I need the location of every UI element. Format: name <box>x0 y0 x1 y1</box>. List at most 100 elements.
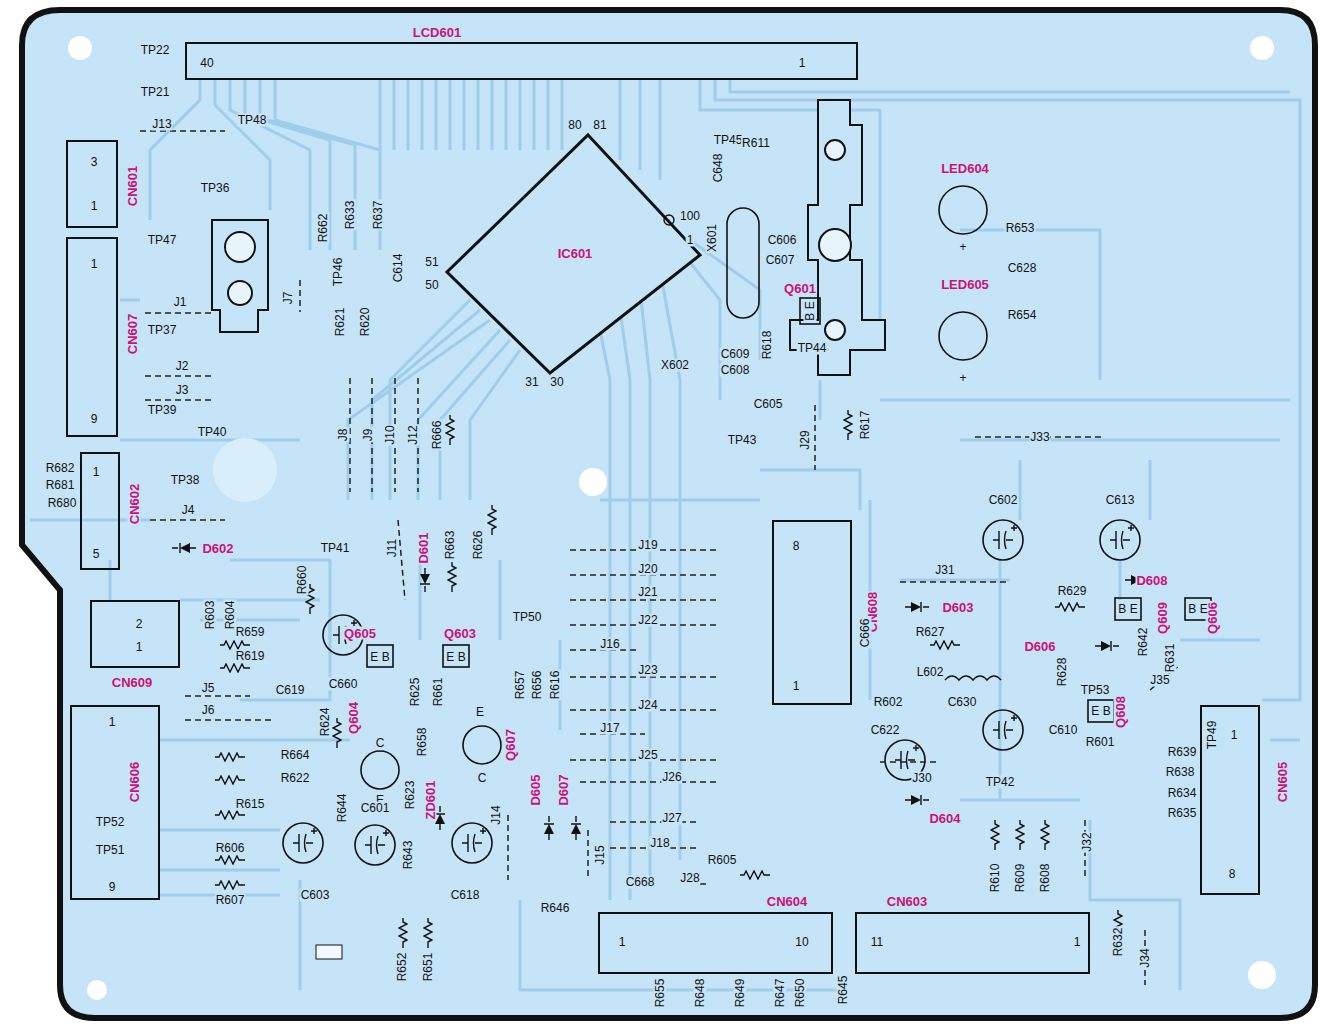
pin-number: 1 <box>1073 936 1082 949</box>
pin-number: 3 <box>90 156 99 169</box>
part-label: R635 <box>1167 807 1198 820</box>
part-label: R655 <box>654 978 667 1009</box>
part-label: C602 <box>988 494 1019 507</box>
part-label: J20 <box>637 563 658 576</box>
part-label: 80 <box>567 119 582 132</box>
pin-number: 1 <box>798 57 807 70</box>
pin-number: 10 <box>794 936 809 949</box>
part-label: CN609 <box>111 676 153 689</box>
part-designator: D608 <box>1135 574 1168 587</box>
part-label: J25 <box>637 749 658 762</box>
part-label: R634 <box>1167 787 1198 800</box>
part-label: TP21 <box>140 86 171 99</box>
part-label: R680 <box>47 497 78 510</box>
part-label: R607 <box>215 894 246 907</box>
part-label: TP45 <box>713 134 744 147</box>
part-label: 31 <box>524 376 539 389</box>
part-label: C601 <box>360 802 391 815</box>
part-label: C606 <box>767 234 798 247</box>
part-label: C <box>375 737 386 750</box>
part-label: J29 <box>799 429 812 450</box>
part-label: B E <box>804 300 817 321</box>
pin-number: 1 <box>90 258 99 271</box>
part-label: R618 <box>761 330 774 361</box>
part-label: C <box>477 772 488 785</box>
part-label: TP44 <box>797 342 828 355</box>
part-label: TP36 <box>200 182 231 195</box>
part-label: J27 <box>661 812 682 825</box>
pin-number: 11 <box>870 936 884 949</box>
pin-number: 8 <box>1228 868 1237 881</box>
part-label: R633 <box>344 200 357 231</box>
connector-outline: LCD601401 <box>185 42 858 80</box>
part-label: R626 <box>472 530 485 561</box>
part-label: R638 <box>1165 766 1196 779</box>
part-designator: Q605 <box>343 627 377 640</box>
part-label: CN606 <box>128 761 141 803</box>
part-label: J30 <box>911 772 932 785</box>
part-label: C614 <box>392 253 405 284</box>
part-label: R609 <box>1014 863 1027 894</box>
part-label: R642 <box>1137 627 1150 658</box>
part-designator: Q603 <box>443 627 477 640</box>
part-label: B E <box>1117 603 1138 616</box>
part-label: J14 <box>490 804 503 825</box>
part-label: R654 <box>1007 309 1038 322</box>
part-label: C607 <box>765 254 796 267</box>
part-label: X602 <box>660 359 690 372</box>
part-label: R650 <box>794 978 807 1009</box>
part-label: TP37 <box>147 324 178 337</box>
part-designator: D604 <box>928 812 961 825</box>
part-label: R682 <box>45 462 76 475</box>
part-label: CN604 <box>766 895 808 908</box>
part-label: 30 <box>549 376 564 389</box>
part-label: J8 <box>337 428 350 443</box>
part-label: TP39 <box>147 404 178 417</box>
part-designator: Q604 <box>347 701 360 735</box>
part-designator: D602 <box>201 542 234 555</box>
part-designator: Q607 <box>504 728 517 762</box>
part-designator: D607 <box>557 773 570 806</box>
part-label: R663 <box>444 530 457 561</box>
part-label: B E <box>1187 603 1208 616</box>
part-label: C666 <box>859 618 872 649</box>
connector-outline: CN60719 <box>66 237 118 437</box>
part-label: R601 <box>1085 736 1116 749</box>
part-label: R608 <box>1039 863 1052 894</box>
part-label: TP51 <box>95 844 126 857</box>
part-label: C618 <box>450 889 481 902</box>
part-label: 1 <box>686 234 695 247</box>
part-label: J16 <box>599 638 620 651</box>
part-label: L602 <box>916 666 945 679</box>
part-label: J34 <box>1139 947 1152 968</box>
part-designator: ZD601 <box>424 779 437 820</box>
part-label: R605 <box>707 854 738 867</box>
part-label: TP40 <box>197 426 228 439</box>
part-label: J33 <box>1029 431 1050 444</box>
part-label: R611 <box>741 137 771 150</box>
part-designator: Q608 <box>1114 695 1127 729</box>
part-designator: LED605 <box>940 278 990 291</box>
part-label: J18 <box>649 837 670 850</box>
part-label: R602 <box>873 696 904 709</box>
part-label: IC601 <box>557 247 594 260</box>
part-label: J35 <box>1149 674 1170 687</box>
pin-number: 1 <box>90 200 99 213</box>
part-designator: Q601 <box>783 282 817 295</box>
connector-outline: CN604110 <box>598 912 833 974</box>
part-label: R606 <box>215 842 246 855</box>
part-label: R629 <box>1057 585 1088 598</box>
part-label: R653 <box>1005 222 1036 235</box>
part-label: R681 <box>45 479 76 492</box>
part-label: C610 <box>1048 724 1079 737</box>
part-label: R637 <box>372 200 385 231</box>
part-label: J12 <box>407 424 420 445</box>
part-label: R651 <box>422 952 435 983</box>
part-label: E B <box>369 651 390 664</box>
connector-outline: CN60619 <box>70 705 160 900</box>
part-label: TP49 <box>1206 720 1219 751</box>
part-label: R639 <box>1167 746 1198 759</box>
part-label: J22 <box>637 614 658 627</box>
part-label: CN605 <box>1276 761 1289 803</box>
part-label: R610 <box>989 863 1002 894</box>
